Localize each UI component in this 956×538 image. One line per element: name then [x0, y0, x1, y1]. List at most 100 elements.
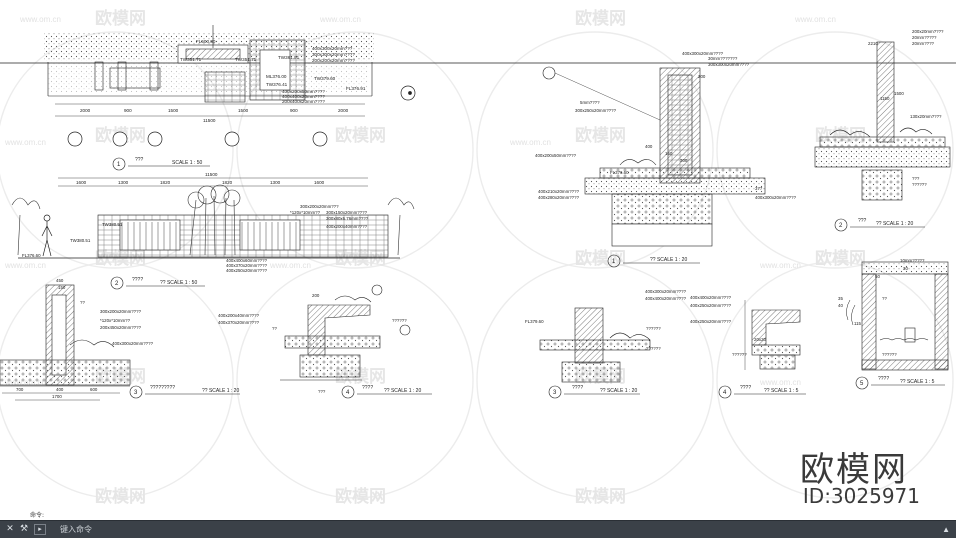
svg-text:400x300x20mm???: 400x300x20mm???: [312, 46, 353, 51]
svg-text:1500: 1500: [894, 91, 904, 96]
elevation-notes: 300x200x20mm??? 300x150x20mm???? 300x80x…: [22, 204, 369, 273]
svg-text:900: 900: [290, 108, 298, 113]
detail-r4-notes: 400x400x20mm???? 400x250x20mm???? 400x25…: [690, 295, 767, 357]
wm-url: www.om.cn: [759, 378, 801, 387]
svg-text:1: 1: [117, 162, 121, 168]
svg-text:?? SCALE 1 : 20: ?? SCALE 1 : 20: [202, 388, 239, 394]
svg-text:TW351.71: TW351.71: [180, 57, 202, 62]
svg-text:20x20: 20x20: [754, 337, 767, 342]
detail-r1-drawing[interactable]: [542, 66, 766, 247]
svg-text:TW361.91: TW361.91: [278, 55, 300, 60]
svg-text:*120x*10mm??: *120x*10mm??: [100, 318, 131, 323]
svg-text:400x400x20mm????: 400x400x20mm????: [645, 296, 687, 301]
svg-text:11500: 11500: [203, 118, 216, 123]
svg-text:400x200x50mm????: 400x200x50mm????: [535, 153, 577, 158]
wm-tile: 欧模网: [575, 8, 626, 28]
svg-text:SCALE 1 : 50: SCALE 1 : 50: [172, 160, 203, 166]
cad-drawing-canvas[interactable]: 欧模网 欧模网 欧模网 欧模网 欧模网 欧模网 欧模网 欧模网 欧模网 欧模网 …: [0, 0, 956, 520]
wm-url: www.om.cn: [759, 261, 801, 270]
svg-text:TW379.60: TW379.60: [314, 76, 336, 81]
wm-tile: 欧模网: [95, 8, 146, 28]
svg-text:?? SCALE 1 : 5: ?? SCALE 1 : 5: [764, 388, 799, 394]
svg-text:2000: 2000: [80, 108, 91, 113]
svg-text:20mm????: 20mm????: [912, 41, 935, 46]
wm-tile: 欧模网: [335, 486, 386, 506]
svg-text:FL376.91: FL376.91: [346, 86, 366, 91]
detail-r2-drawing[interactable]: [814, 41, 951, 201]
svg-text:????: ????: [572, 385, 583, 391]
detail-r5-notes: 10mm????? ?????? ?? 50 35 40 115 30: [838, 258, 925, 357]
svg-text:50: 50: [875, 274, 880, 279]
command-input[interactable]: 键入命令: [60, 525, 92, 534]
svg-text:?????????: ?????????: [150, 385, 175, 391]
panel-title-r2: 2 ??? ?? SCALE 1 : 20: [834, 218, 925, 232]
svg-text:?? SCALE 1 : 20: ?? SCALE 1 : 20: [384, 388, 421, 394]
svg-text:1700: 1700: [52, 394, 62, 399]
svg-text:200x200x20mm????: 200x200x20mm????: [312, 58, 355, 63]
svg-text:900: 900: [124, 108, 132, 113]
svg-text:10mm?????: 10mm?????: [900, 258, 925, 263]
wm-tile: 欧模网: [95, 486, 146, 506]
svg-text:?? SCALE 1 : 20: ?? SCALE 1 : 20: [876, 221, 913, 227]
svg-text:400x210x20mm????: 400x210x20mm????: [538, 189, 580, 194]
command-history-button[interactable]: ▸: [34, 524, 46, 535]
svg-text:400x300x20mm????: 400x300x20mm????: [682, 51, 724, 56]
elevation-drawing[interactable]: [11, 177, 415, 259]
svg-text:4: 4: [723, 390, 727, 396]
detail-r3-notes: 400x300x20mm???? 400x400x20mm???? FL379.…: [525, 289, 687, 351]
svg-text:200x450x20mm????: 200x450x20mm????: [100, 325, 142, 330]
svg-text:400: 400: [645, 144, 653, 149]
chevron-up-icon[interactable]: ▲: [942, 525, 950, 534]
wm-tile: 欧模网: [335, 125, 386, 145]
svg-text:????: ????: [132, 277, 143, 283]
watermark-brand: 欧模网: [800, 450, 908, 490]
detail-r5-drawing[interactable]: [846, 261, 949, 371]
svg-text:??: ??: [80, 300, 85, 305]
wrench-icon[interactable]: ⚒: [19, 524, 29, 534]
svg-text:3: 3: [134, 390, 138, 396]
svg-text:300x300x20mm????: 300x300x20mm????: [312, 52, 355, 57]
svg-text:TW351.71: TW351.71: [235, 57, 257, 62]
svg-text:1: 1: [612, 259, 616, 265]
command-line-bar: ✕ ⚒ ▸ 键入命令 ▲: [0, 520, 956, 538]
svg-text:??????: ??????: [646, 346, 661, 351]
svg-text:400x400x20mm????: 400x400x20mm????: [282, 94, 325, 99]
svg-text:TW380.51: TW380.51: [70, 238, 91, 243]
svg-text:ML376.00: ML376.00: [266, 74, 287, 79]
svg-text:400x370x20mm????: 400x370x20mm????: [226, 263, 268, 268]
svg-text:FL500.00: FL500.00: [196, 39, 216, 44]
detail-3-notes: 300x200x20mm???? *120x*10mm?? 200x450x20…: [16, 278, 154, 399]
svg-text:600: 600: [90, 387, 98, 392]
svg-text:400x200x40mm????: 400x200x40mm????: [218, 313, 260, 318]
svg-text:??: ??: [272, 326, 277, 331]
svg-text:400x300x20mm????: 400x300x20mm????: [755, 195, 797, 200]
wm-tile: 欧模网: [575, 248, 626, 268]
wm-url: www.om.cn: [4, 138, 46, 147]
svg-text:1300: 1300: [270, 180, 281, 185]
svg-text:TW376.41: TW376.41: [266, 82, 288, 87]
svg-text:300x250x20mm????: 300x250x20mm????: [575, 108, 617, 113]
wm-url: www.om.cn: [509, 138, 551, 147]
detail-r4-drawing[interactable]: [744, 300, 801, 370]
svg-text:??????: ??????: [882, 352, 897, 357]
detail-4-drawing[interactable]: [280, 284, 411, 381]
wm-url: www.om.cn: [19, 15, 61, 24]
svg-text:377: 377: [755, 186, 763, 191]
svg-text:400x400x60mm????: 400x400x60mm????: [226, 258, 268, 263]
svg-text:1600: 1600: [76, 180, 87, 185]
svg-text:150: 150: [58, 285, 66, 290]
svg-text:????: ????: [878, 376, 889, 382]
wm-url: www.om.cn: [319, 15, 361, 24]
panel-title-2: 2 ???? ?? SCALE 1 : 50: [110, 276, 205, 290]
svg-text:200: 200: [698, 74, 706, 79]
close-icon[interactable]: ✕: [6, 524, 14, 534]
plan-notes: FL500.00 TW351.71 TW351.71 TW361.91 400x…: [180, 39, 366, 104]
svg-text:150: 150: [665, 151, 673, 156]
svg-text:FL376.60: FL376.60: [22, 253, 41, 258]
detail-3-drawing[interactable]: [0, 284, 131, 401]
wm-url: www.om.cn: [4, 261, 46, 270]
detail-r3-drawing[interactable]: [539, 307, 651, 383]
svg-text:700: 700: [16, 387, 24, 392]
svg-text:30: 30: [903, 266, 908, 271]
plan-drawing[interactable]: [44, 25, 374, 117]
